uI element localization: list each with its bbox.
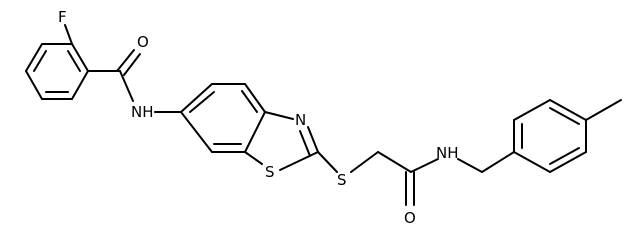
bond (377, 151, 412, 173)
bond (67, 50, 81, 72)
bond (71, 70, 89, 100)
bond (549, 147, 580, 165)
bond (307, 126, 319, 153)
bond (513, 99, 551, 121)
bond (549, 151, 587, 173)
bond (317, 151, 338, 173)
thiazole-nitrogen-label: N (295, 111, 306, 129)
bond (299, 130, 311, 157)
bond (189, 91, 215, 113)
bond (180, 83, 213, 113)
thioether-sulfur-label: S (337, 171, 347, 189)
methyl-bond (585, 99, 622, 121)
amide-oxygen-left-label: O (137, 33, 149, 51)
bond (244, 111, 266, 153)
bond (279, 151, 319, 171)
bond (25, 70, 43, 100)
bond (350, 151, 379, 173)
bond (264, 111, 294, 120)
c-f-bond (64, 24, 73, 45)
bond (33, 50, 47, 72)
tolyl-ring (513, 99, 587, 173)
bond (457, 158, 483, 173)
bond (244, 151, 263, 165)
amide-nh-left-label: NH (131, 103, 154, 121)
bond (119, 70, 134, 102)
bond (25, 43, 43, 72)
bond (71, 43, 89, 72)
molecule-structure: F O NH N S S O NH (25, 8, 622, 227)
bond (481, 151, 515, 173)
bond (410, 158, 439, 173)
double-bond (123, 53, 141, 76)
bond (244, 83, 266, 113)
bond (549, 107, 580, 125)
amide-oxygen-right-label: O (404, 209, 416, 227)
thiazole-sulfur-label: S (265, 163, 275, 181)
amide-nh-right-label: NH (436, 144, 459, 162)
fluorine-label: F (58, 8, 67, 26)
double-bond (116, 49, 135, 72)
thiazole-ring (244, 111, 319, 171)
fluorophenyl-ring (25, 43, 89, 100)
benzo-ring (180, 83, 266, 153)
bond (513, 151, 551, 173)
bond (180, 111, 213, 153)
bond (241, 90, 258, 113)
bond (549, 99, 587, 121)
